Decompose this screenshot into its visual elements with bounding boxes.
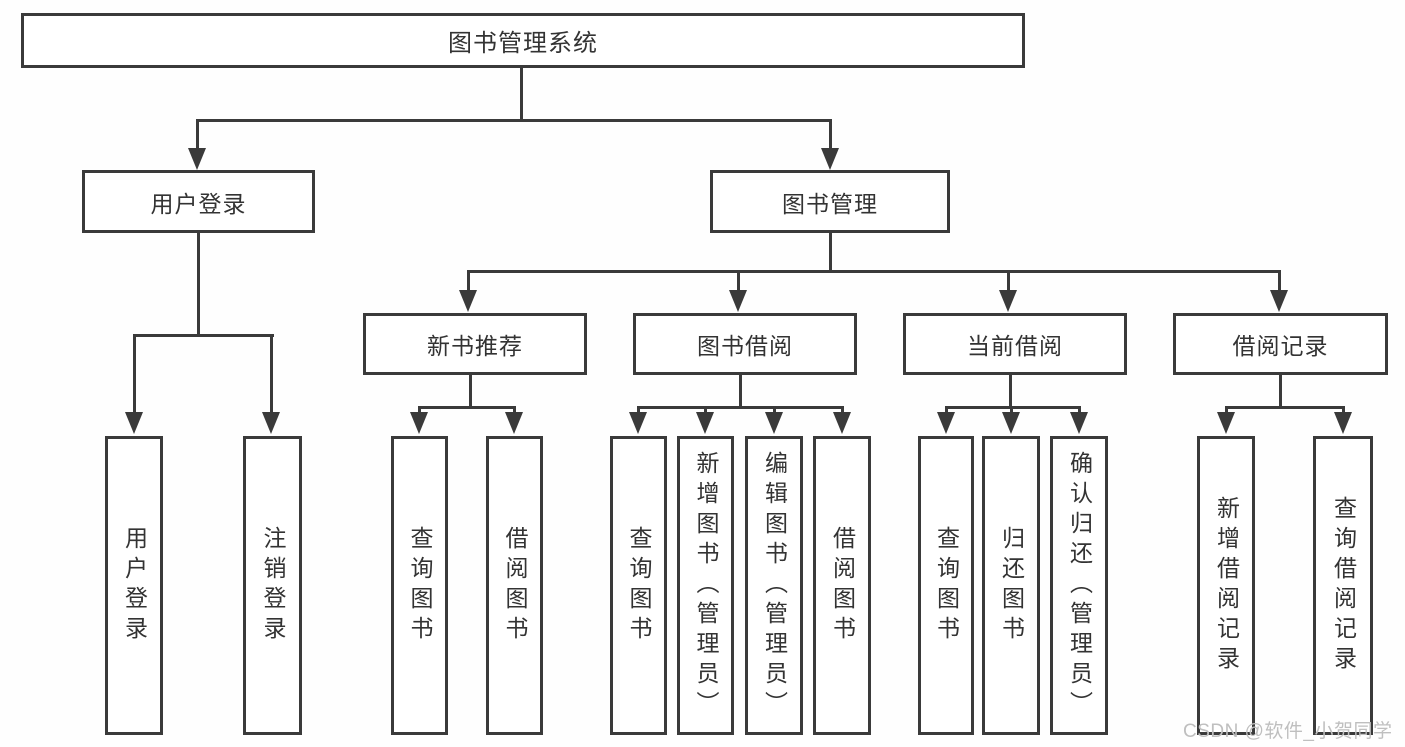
leaf-add-borrow-record-label: 新增借阅记录 <box>1213 495 1240 676</box>
arrow-down-icon <box>833 412 851 434</box>
connector-branch <box>270 334 273 414</box>
arrow-down-icon <box>629 412 647 434</box>
arrow-down-icon <box>999 290 1017 312</box>
connector-rail <box>1225 406 1345 409</box>
arrow-down-icon <box>1070 412 1088 434</box>
connector-rail <box>637 406 844 409</box>
connector-branch <box>1010 406 1013 414</box>
connector-branch <box>418 406 421 414</box>
node-book-mgmt-label: 图书管理 <box>782 190 878 217</box>
leaf-return-books: 归还图书 <box>982 436 1040 735</box>
arrow-down-icon <box>1217 412 1235 434</box>
leaf-borrowing-borrow-books: 借阅图书 <box>813 436 871 735</box>
leaf-add-books-admin: 新增图书（管理员） <box>677 436 734 735</box>
connector-branch <box>773 406 776 414</box>
connector-branch <box>467 270 470 292</box>
leaf-newbooks-query-books-label: 查询图书 <box>407 525 433 646</box>
leaf-edit-books-admin-label: 编辑图书（管理员） <box>761 450 788 721</box>
arrow-down-icon <box>821 148 839 170</box>
leaf-borrowing-query-books: 查询图书 <box>610 436 667 735</box>
connector-branch <box>1078 406 1081 414</box>
node-root: 图书管理系统 <box>21 13 1025 68</box>
node-root-label: 图书管理系统 <box>448 30 598 57</box>
leaf-logout-label: 注销登录 <box>260 525 286 646</box>
arrow-down-icon <box>125 412 143 434</box>
connector-trunk <box>739 375 742 408</box>
node-user-login: 用户登录 <box>82 170 315 233</box>
arrow-down-icon <box>696 412 714 434</box>
leaf-edit-books-admin: 编辑图书（管理员） <box>745 436 803 735</box>
connector-branch <box>513 406 516 414</box>
connector-branch <box>704 406 707 414</box>
leaf-confirm-return-admin-label: 确认归还（管理员） <box>1066 450 1093 721</box>
arrow-down-icon <box>188 148 206 170</box>
arrow-down-icon <box>937 412 955 434</box>
connector-branch <box>1225 406 1228 414</box>
leaf-current-query-books: 查询图书 <box>918 436 974 735</box>
leaf-add-books-admin-label: 新增图书（管理员） <box>693 450 719 721</box>
arrow-down-icon <box>765 412 783 434</box>
connector-branch <box>1342 406 1345 414</box>
connector-trunk <box>469 375 472 408</box>
arrow-down-icon <box>410 412 428 434</box>
node-book-borrowing: 图书借阅 <box>633 313 857 375</box>
connector-rail <box>196 119 832 122</box>
node-current-borrowing: 当前借阅 <box>903 313 1127 375</box>
connector-branch <box>1278 270 1281 292</box>
leaf-logout: 注销登录 <box>243 436 302 735</box>
connector-rail <box>418 406 516 409</box>
leaf-user-login: 用户登录 <box>105 436 163 735</box>
leaf-newbooks-borrow-books: 借阅图书 <box>486 436 543 735</box>
node-current-borrowing-label: 当前借阅 <box>967 333 1063 359</box>
leaf-query-borrow-record: 查询借阅记录 <box>1313 436 1373 735</box>
connector-branch <box>829 119 832 149</box>
connector-rail <box>133 334 274 337</box>
leaf-borrowing-query-books-label: 查询图书 <box>626 525 652 646</box>
leaf-user-login-label: 用户登录 <box>121 525 148 646</box>
node-new-books: 新书推荐 <box>363 313 587 375</box>
node-user-login-label: 用户登录 <box>150 190 247 217</box>
connector-rail <box>945 406 1081 409</box>
arrow-down-icon <box>1334 412 1352 434</box>
connector-branch <box>637 406 640 414</box>
arrow-down-icon <box>459 290 477 312</box>
connector-trunk <box>1009 375 1012 408</box>
arrow-down-icon <box>1270 290 1288 312</box>
connector-rail <box>467 270 1281 273</box>
node-book-mgmt: 图书管理 <box>710 170 950 233</box>
leaf-query-borrow-record-label: 查询借阅记录 <box>1330 495 1357 676</box>
leaf-newbooks-query-books: 查询图书 <box>391 436 448 735</box>
node-borrow-records-label: 借阅记录 <box>1232 333 1329 359</box>
leaf-current-query-books-label: 查询图书 <box>933 525 960 646</box>
connector-branch <box>945 406 948 414</box>
arrow-down-icon <box>1002 412 1020 434</box>
connector-branch <box>841 406 844 414</box>
connector-branch <box>133 334 136 414</box>
node-book-borrowing-label: 图书借阅 <box>697 333 793 359</box>
leaf-confirm-return-admin: 确认归还（管理员） <box>1050 436 1108 735</box>
connector-branch <box>1007 270 1010 292</box>
node-borrow-records: 借阅记录 <box>1173 313 1388 375</box>
connector-trunk <box>520 68 523 120</box>
leaf-newbooks-borrow-books-label: 借阅图书 <box>502 525 528 646</box>
node-new-books-label: 新书推荐 <box>427 333 523 359</box>
arrow-down-icon <box>505 412 523 434</box>
connector-trunk <box>1279 375 1282 408</box>
watermark: CSDN @软件_小贺同学 <box>1183 721 1393 742</box>
connector-trunk <box>197 233 200 337</box>
connector-branch <box>196 119 199 149</box>
arrow-down-icon <box>262 412 280 434</box>
leaf-add-borrow-record: 新增借阅记录 <box>1197 436 1255 735</box>
connector-trunk <box>829 233 832 272</box>
connector-branch <box>737 270 740 292</box>
leaf-return-books-label: 归还图书 <box>998 525 1025 646</box>
arrow-down-icon <box>729 290 747 312</box>
leaf-borrowing-borrow-books-label: 借阅图书 <box>829 525 856 646</box>
